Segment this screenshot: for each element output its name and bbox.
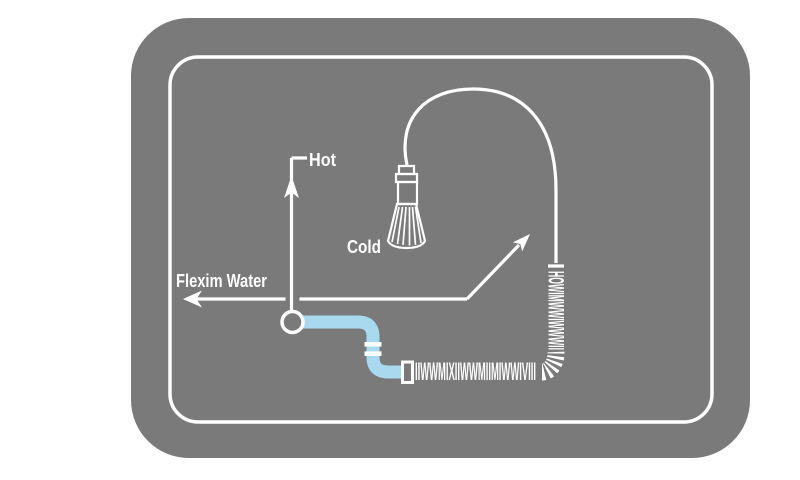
spray-stripe bbox=[402, 206, 407, 246]
panel-background bbox=[131, 18, 750, 458]
spray-stripe bbox=[396, 206, 404, 245]
inner-border bbox=[168, 55, 714, 424]
showerhead bbox=[386, 164, 427, 250]
supply-label: Flexim Water bbox=[176, 271, 267, 291]
pipe-coupling-band bbox=[364, 342, 382, 347]
pipe-coupling-band bbox=[364, 351, 382, 356]
diagonal-arrow-icon bbox=[512, 234, 530, 252]
coil-vertical-pattern: HOWIMWWIWWWII bbox=[544, 271, 569, 350]
flexible-pipe bbox=[303, 315, 402, 379]
diagonal-arrow-line bbox=[465, 243, 521, 301]
cold-label: Cold bbox=[347, 237, 381, 257]
junction-valve bbox=[280, 309, 305, 335]
hot-label: Hot bbox=[309, 150, 336, 170]
showerhead-spray-head bbox=[386, 202, 427, 250]
coil-hose-vertical: HOWIMWWIWWWII bbox=[544, 271, 569, 350]
shower-hose-arc bbox=[403, 87, 558, 263]
spray-stripe bbox=[391, 206, 400, 243]
spray-stripe bbox=[411, 206, 417, 246]
spray-stripe bbox=[414, 206, 422, 244]
coil-hose-horizontal: IIWWMIXIIWWMIIMIWWIVIII bbox=[415, 358, 536, 386]
coil-corner-fan bbox=[540, 351, 565, 381]
hose-fitting bbox=[401, 360, 414, 384]
up-arrow-icon bbox=[284, 176, 299, 198]
left-arrow-icon bbox=[183, 290, 202, 308]
